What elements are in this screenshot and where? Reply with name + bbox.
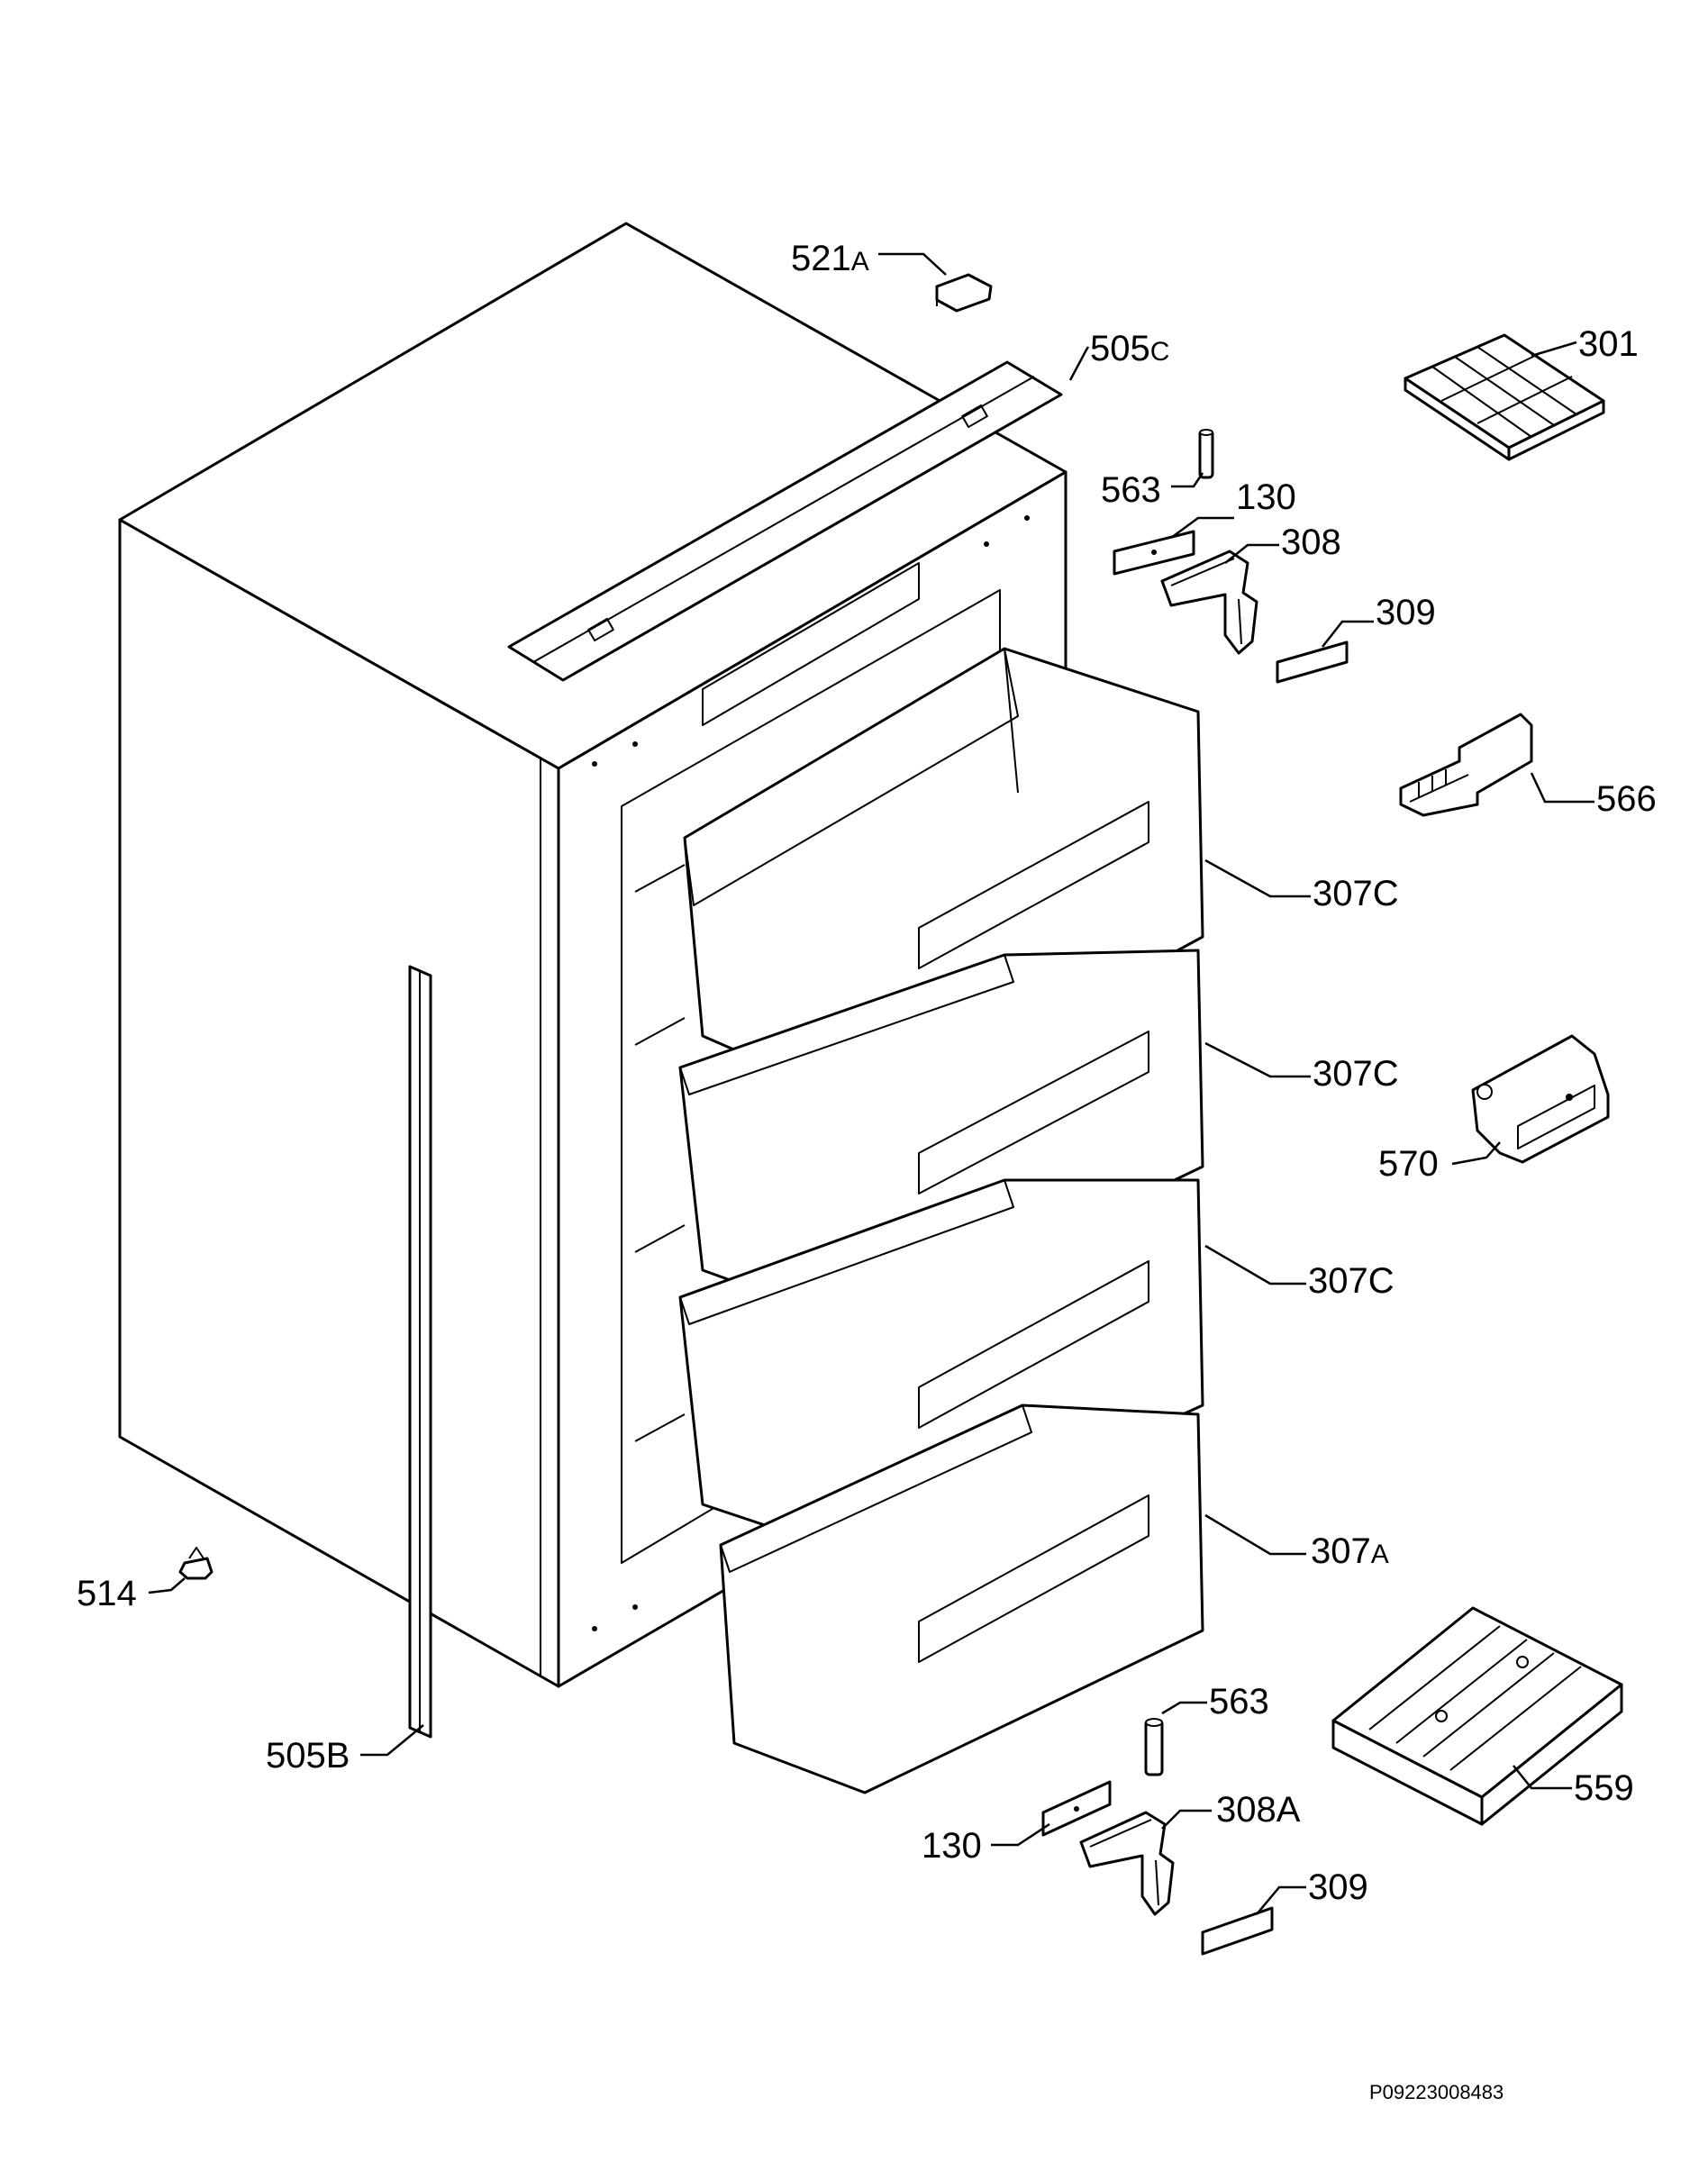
label-307a: 307A: [1311, 1531, 1389, 1571]
label-570: 570: [1378, 1144, 1439, 1184]
label-559: 559: [1574, 1768, 1634, 1808]
ice-tray-559: [1331, 1606, 1623, 1826]
drawing-code: P09223008483: [1369, 2081, 1504, 2103]
label-308a: 308A: [1216, 1790, 1301, 1830]
pin-563-bottom: [1144, 1718, 1164, 1776]
label-307c-1: 307C: [1313, 874, 1399, 913]
label-505b: 505B: [266, 1736, 350, 1776]
cover-309-top: [1276, 640, 1349, 684]
label-521a: 521A: [791, 239, 869, 278]
hinge-308a: [1079, 1811, 1175, 1916]
side-seal-strip: [408, 965, 432, 1739]
scraper-566: [1399, 713, 1533, 817]
label-309-top: 309: [1376, 593, 1436, 632]
plate-130-top: [1113, 530, 1195, 576]
cap-521a: [935, 273, 993, 313]
container-570: [1471, 1034, 1610, 1164]
foot-514: [178, 1547, 214, 1580]
label-130-bottom: 130: [922, 1826, 982, 1866]
label-505c: 505C: [1090, 329, 1169, 368]
label-309-bottom: 309: [1308, 1867, 1368, 1907]
label-308: 308: [1281, 522, 1341, 562]
drawer-307a-bottom: [719, 1403, 1204, 1794]
pin-563-top: [1198, 429, 1214, 479]
label-563-bottom: 563: [1209, 1682, 1269, 1721]
drawer-307c-second: [678, 949, 1204, 1331]
label-563-top: 563: [1101, 470, 1161, 510]
label-514: 514: [77, 1574, 137, 1613]
label-130-top: 130: [1236, 477, 1296, 517]
plate-130-bottom: [1041, 1780, 1112, 1837]
label-307c-2: 307C: [1313, 1054, 1399, 1094]
leader-lines: [148, 252, 1594, 1915]
label-566: 566: [1596, 779, 1657, 819]
top-hinge-strip: [507, 360, 1063, 682]
label-301: 301: [1578, 324, 1639, 364]
cover-309-bottom: [1201, 1906, 1274, 1956]
label-307c-3: 307C: [1308, 1261, 1395, 1301]
ice-cube-tray-301: [1404, 333, 1605, 461]
hinge-308: [1160, 550, 1258, 655]
